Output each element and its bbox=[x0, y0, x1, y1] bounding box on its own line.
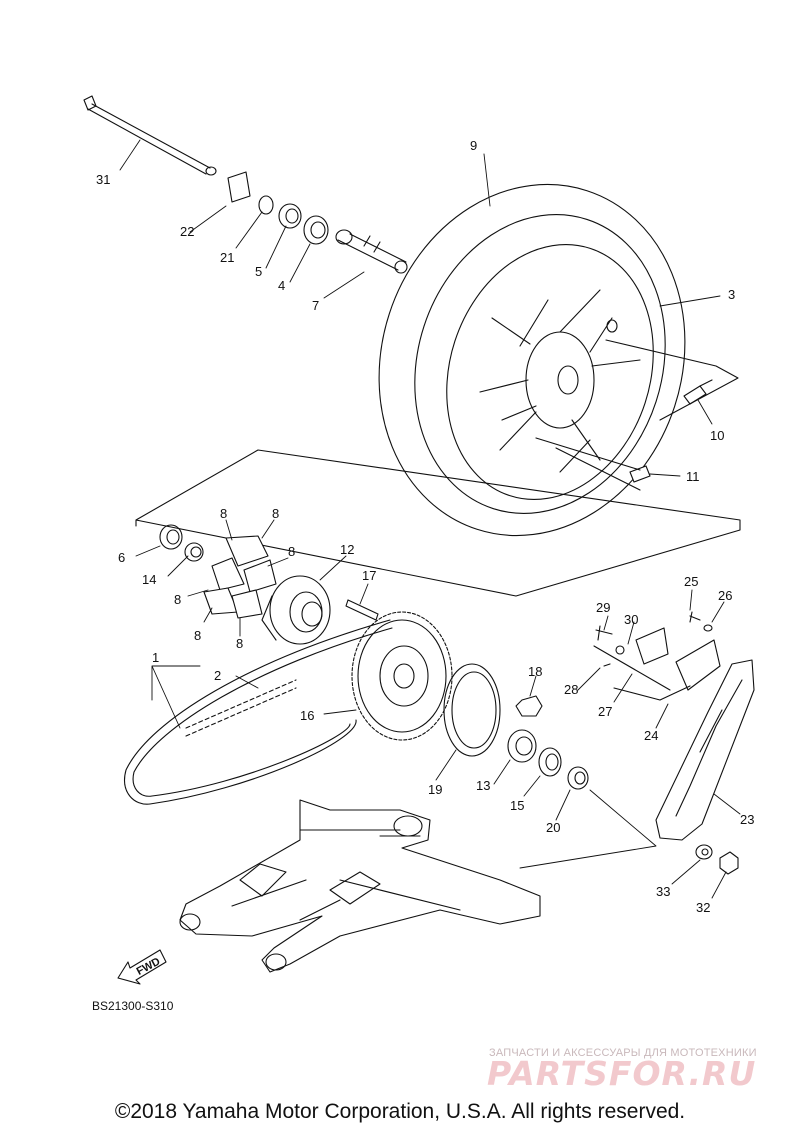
chain-puller bbox=[227, 171, 251, 203]
callout-8f: 8 bbox=[236, 636, 243, 651]
callout-5: 5 bbox=[255, 264, 262, 279]
callout-10: 10 bbox=[710, 428, 724, 443]
oil-seal-5 bbox=[278, 203, 302, 229]
washer-33 bbox=[695, 844, 713, 860]
assembly-outline-hub bbox=[135, 449, 741, 597]
callout-33: 33 bbox=[656, 884, 670, 899]
valve-stem bbox=[683, 379, 713, 405]
balance-weight bbox=[629, 465, 651, 483]
callout-21: 21 bbox=[220, 250, 234, 265]
callout-13: 13 bbox=[476, 778, 490, 793]
callout-27: 27 bbox=[598, 704, 612, 719]
chain-guide bbox=[655, 659, 755, 841]
nut-18 bbox=[515, 695, 543, 717]
fwd-label: FWD bbox=[135, 956, 163, 978]
copyright-notice: ©2018 Yamaha Motor Corporation, U.S.A. A… bbox=[114, 1100, 686, 1123]
swingarm bbox=[179, 799, 541, 973]
leader-lines bbox=[119, 139, 741, 899]
callout-23: 23 bbox=[740, 812, 754, 827]
callout-2: 2 bbox=[214, 668, 221, 683]
drive-chain bbox=[124, 619, 393, 805]
callout-labels: 31 22 21 5 4 7 9 3 10 11 6 14 8 8 8 8 8 … bbox=[92, 138, 754, 1013]
assembly-outline-valve bbox=[605, 339, 739, 421]
callout-9: 9 bbox=[470, 138, 477, 153]
nut-32 bbox=[719, 851, 739, 875]
hub-dampers bbox=[203, 535, 277, 619]
assembly-outline-weight bbox=[535, 437, 641, 491]
callout-30: 30 bbox=[624, 612, 638, 627]
stud-bolt bbox=[345, 599, 379, 621]
callout-15: 15 bbox=[510, 798, 524, 813]
callout-29: 29 bbox=[596, 600, 610, 615]
callout-12: 12 bbox=[340, 542, 354, 557]
rear-axle bbox=[83, 95, 217, 176]
rear-sprocket bbox=[351, 611, 453, 741]
bearing-13 bbox=[507, 729, 537, 763]
callout-4: 4 bbox=[278, 278, 285, 293]
chain-adjuster-parts bbox=[593, 611, 721, 701]
watermark-tagline: ЗАПЧАСТИ И АКСЕССУАРЫ ДЛЯ МОТОТЕХНИКИ bbox=[489, 1047, 757, 1059]
callout-8c: 8 bbox=[288, 544, 295, 559]
forward-arrow-icon bbox=[117, 949, 167, 985]
callout-24: 24 bbox=[644, 728, 658, 743]
callout-19: 19 bbox=[428, 782, 442, 797]
callout-18: 18 bbox=[528, 664, 542, 679]
bearing-6 bbox=[159, 524, 183, 550]
rear-wheel bbox=[378, 183, 686, 537]
callout-1: 1 bbox=[152, 650, 159, 665]
spacer-7 bbox=[335, 229, 408, 274]
oil-seal-15 bbox=[538, 747, 562, 777]
callout-16: 16 bbox=[300, 708, 314, 723]
callout-8d: 8 bbox=[174, 592, 181, 607]
callout-31: 31 bbox=[96, 172, 110, 187]
callout-6: 6 bbox=[118, 550, 125, 565]
callout-32: 32 bbox=[696, 900, 710, 915]
sprocket-guard bbox=[443, 663, 501, 757]
watermark-logo: PARTSFOR.RU bbox=[487, 1054, 757, 1093]
callout-22: 22 bbox=[180, 224, 194, 239]
callout-7: 7 bbox=[312, 298, 319, 313]
callout-8e: 8 bbox=[194, 628, 201, 643]
callout-11: 11 bbox=[686, 469, 700, 484]
bearing-4 bbox=[303, 215, 329, 245]
collar-14 bbox=[184, 542, 204, 562]
callout-20: 20 bbox=[546, 820, 560, 835]
callout-28: 28 bbox=[564, 682, 578, 697]
callout-25: 25 bbox=[684, 574, 698, 589]
clutch-hub bbox=[261, 575, 331, 645]
callout-17: 17 bbox=[362, 568, 376, 583]
collar-20 bbox=[567, 766, 589, 790]
callout-8b: 8 bbox=[272, 506, 279, 521]
collar-21 bbox=[258, 195, 274, 215]
callout-14: 14 bbox=[142, 572, 156, 587]
callout-26: 26 bbox=[718, 588, 732, 603]
diagram-code: BS21300-S310 bbox=[92, 999, 174, 1013]
callout-8a: 8 bbox=[220, 506, 227, 521]
callout-3: 3 bbox=[728, 287, 735, 302]
